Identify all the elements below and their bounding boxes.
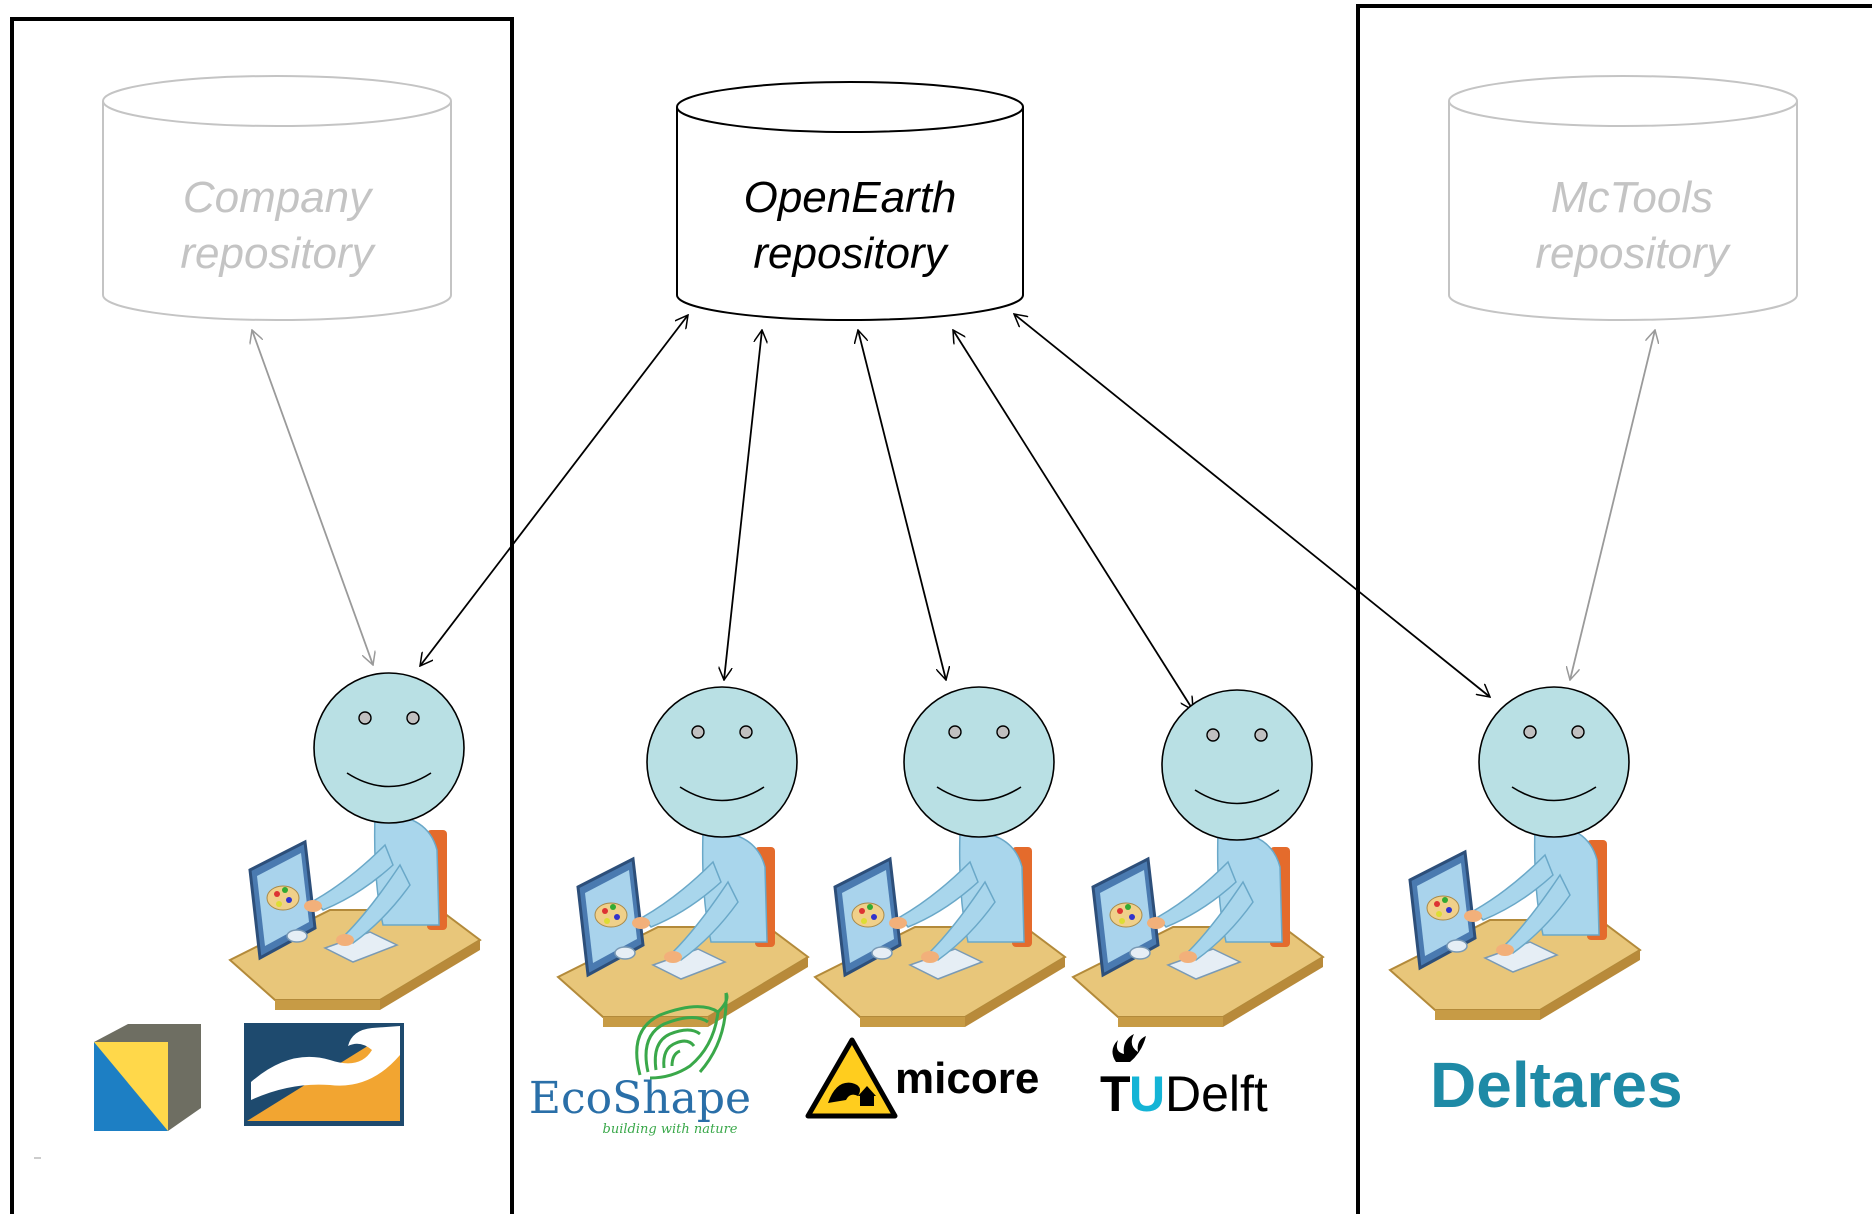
deltares-logo: Deltares xyxy=(1430,1049,1683,1121)
arrow-openearth-to-user1 xyxy=(420,315,688,666)
openearth-repository-line1: OpenEarth xyxy=(744,173,957,222)
company-repository-line2: repository xyxy=(180,229,376,278)
mctools-repository-line1: McTools xyxy=(1551,173,1713,222)
mctools-repository[interactable]: McTools repository xyxy=(1448,75,1798,321)
boskalis-logo xyxy=(244,1023,404,1126)
smiley-face-icon xyxy=(1478,686,1630,838)
warning-triangle-icon xyxy=(805,1037,898,1119)
tudelft-logo: T U Delft xyxy=(1100,1034,1268,1122)
ecoshape-tagline: building with nature xyxy=(603,1122,738,1137)
micore-logo: micore xyxy=(805,1037,1039,1119)
smiley-face-icon xyxy=(903,686,1055,838)
ecoshape-leaf-icon xyxy=(635,992,729,1080)
tudelft-u: U xyxy=(1129,1066,1165,1122)
workstation-icon xyxy=(813,830,1067,1029)
tudelft-delft: Delft xyxy=(1165,1066,1268,1122)
ecoshape-logo: EcoShape building with nature xyxy=(529,992,751,1137)
smiley-face-icon xyxy=(313,672,465,824)
flame-icon xyxy=(1112,1034,1146,1062)
mctools-repository-line2: repository xyxy=(1535,229,1731,278)
openearth-repository-line2: repository xyxy=(753,229,949,278)
company-repository[interactable]: Company repository xyxy=(102,75,452,321)
arrow-openearth-to-user5 xyxy=(1014,314,1490,697)
user-micore xyxy=(813,686,1067,1029)
arrow-openearth-to-user2 xyxy=(724,330,762,680)
arrow-company-to-user1 xyxy=(252,330,373,665)
tudelft-t: T xyxy=(1100,1066,1131,1122)
smiley-face-icon xyxy=(646,686,798,838)
arrow-mctools-to-user5 xyxy=(1570,330,1655,680)
company-repository-line1: Company xyxy=(183,173,374,222)
van-oord-logo xyxy=(94,1024,201,1131)
workstation-icon xyxy=(556,830,810,1029)
workstation-icon xyxy=(1388,823,1642,1022)
micore-name: micore xyxy=(895,1054,1039,1103)
arrow-openearth-to-user3 xyxy=(858,330,946,680)
user-deltares xyxy=(1388,686,1642,1022)
workstation-icon xyxy=(228,813,482,1012)
workstation-icon xyxy=(1071,830,1325,1029)
user-ecoshape xyxy=(556,686,810,1029)
ecoshape-name: EcoShape xyxy=(529,1073,751,1124)
openearth-repository[interactable]: OpenEarth repository xyxy=(676,81,1024,321)
user-tudelft xyxy=(1071,689,1325,1029)
smiley-face-icon xyxy=(1161,689,1313,841)
user-company xyxy=(228,672,482,1012)
arrow-openearth-to-user4 xyxy=(953,330,1193,710)
